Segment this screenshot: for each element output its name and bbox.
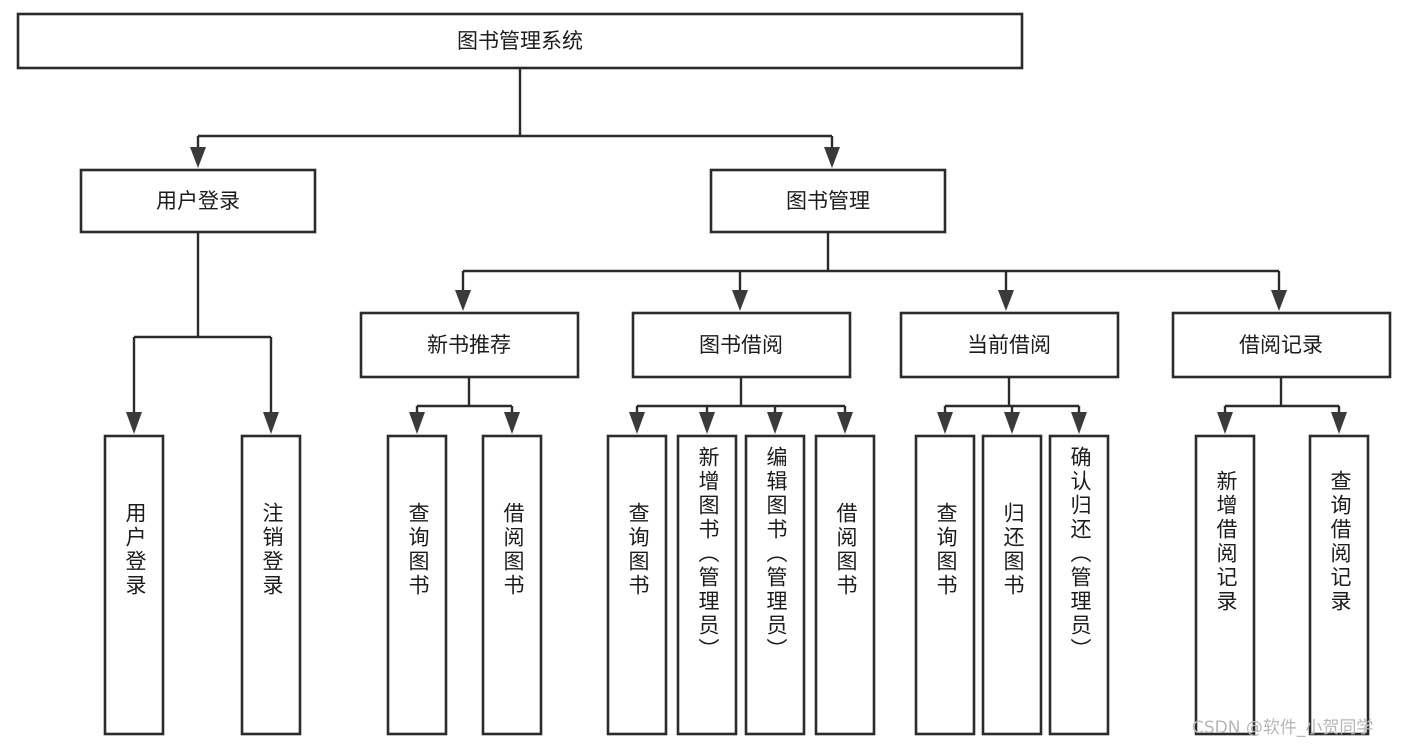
arrow-head-current-borrow bbox=[998, 290, 1014, 311]
arrow-head-book-manage bbox=[824, 147, 840, 168]
node-book-manage[interactable]: 图书管理 bbox=[709, 168, 947, 234]
node-new-book-rec-label: 新书推荐 bbox=[427, 333, 511, 357]
node-book-borrow-box[interactable] bbox=[631, 311, 852, 379]
arrow-head-leaf-return-book bbox=[1004, 412, 1020, 434]
node-leaf-query-book-2-box[interactable] bbox=[606, 434, 668, 736]
node-leaf-borrow-book-2[interactable]: 借阅图书 bbox=[814, 434, 876, 736]
node-leaf-query-book-1[interactable]: 查询图书 bbox=[386, 434, 448, 736]
connector-group-borrow-record bbox=[1217, 377, 1347, 434]
arrow-head-leaf-borrow-book-1 bbox=[504, 412, 520, 434]
node-leaf-query-book-2[interactable]: 查询图书 bbox=[606, 434, 668, 736]
arrow-head-borrow-record bbox=[1271, 290, 1287, 311]
node-leaf-logout-label: 注销登录 bbox=[260, 502, 284, 598]
arrow-head-user-login bbox=[190, 147, 206, 168]
node-leaf-edit-book[interactable]: 编辑图书（管理员） bbox=[744, 434, 806, 736]
connector-group-book-borrow bbox=[629, 377, 853, 434]
arrow-head-leaf-user-login bbox=[126, 412, 142, 434]
arrow-head-leaf-query-record bbox=[1331, 412, 1347, 434]
node-leaf-borrow-book-1-label: 借阅图书 bbox=[501, 502, 525, 598]
node-leaf-query-book-2-label: 查询图书 bbox=[626, 502, 650, 598]
node-leaf-return-book-box[interactable] bbox=[981, 434, 1043, 736]
node-leaf-query-book-3-label: 查询图书 bbox=[934, 502, 958, 598]
node-leaf-confirm-return[interactable]: 确认归还（管理员） bbox=[1048, 434, 1110, 736]
node-leaf-logout-box[interactable] bbox=[240, 434, 302, 736]
connector-group-user-login bbox=[126, 232, 279, 434]
node-current-borrow-box[interactable] bbox=[899, 311, 1120, 379]
node-leaf-add-record-box[interactable] bbox=[1194, 434, 1256, 736]
node-new-book-rec[interactable]: 新书推荐 bbox=[359, 311, 580, 379]
connector-group-root bbox=[190, 68, 840, 168]
node-book-borrow-label: 图书借阅 bbox=[699, 333, 783, 357]
connector-group-new-book-rec bbox=[409, 377, 520, 434]
arrow-head-leaf-edit-book bbox=[767, 412, 783, 434]
node-leaf-add-book-box[interactable] bbox=[676, 434, 738, 736]
node-current-borrow-label: 当前借阅 bbox=[967, 333, 1051, 357]
node-book-manage-label: 图书管理 bbox=[786, 189, 870, 213]
node-leaf-user-login-box[interactable] bbox=[103, 434, 165, 736]
node-leaf-return-book[interactable]: 归还图书 bbox=[981, 434, 1043, 736]
node-leaf-edit-book-box[interactable] bbox=[744, 434, 806, 736]
node-new-book-rec-box[interactable] bbox=[359, 311, 580, 379]
node-user-login-box[interactable] bbox=[79, 168, 317, 234]
node-borrow-record-box[interactable] bbox=[1171, 311, 1392, 379]
node-root-label: 图书管理系统 bbox=[457, 29, 583, 53]
node-leaf-user-login[interactable]: 用户登录 bbox=[103, 434, 165, 736]
arrow-head-leaf-add-book bbox=[699, 412, 715, 434]
node-borrow-record-label: 借阅记录 bbox=[1239, 333, 1323, 357]
connector-group-book-manage bbox=[455, 232, 1287, 311]
node-leaf-query-record[interactable]: 查询借阅记录 bbox=[1308, 434, 1370, 736]
arrow-head-book-borrow bbox=[732, 290, 748, 311]
node-leaf-add-book[interactable]: 新增图书（管理员） bbox=[676, 434, 738, 736]
node-leaf-query-book-1-box[interactable] bbox=[386, 434, 448, 736]
arrow-head-leaf-logout bbox=[263, 412, 279, 434]
node-root[interactable]: 图书管理系统 bbox=[16, 12, 1024, 70]
node-book-manage-box[interactable] bbox=[709, 168, 947, 234]
node-leaf-confirm-return-box[interactable] bbox=[1048, 434, 1110, 736]
arrow-head-leaf-borrow-book-2 bbox=[837, 412, 853, 434]
node-book-borrow[interactable]: 图书借阅 bbox=[631, 311, 852, 379]
node-leaf-query-record-label: 查询借阅记录 bbox=[1328, 470, 1352, 614]
node-leaf-add-record-label: 新增借阅记录 bbox=[1214, 470, 1238, 614]
node-root-box[interactable] bbox=[16, 12, 1024, 70]
connector-group-current-borrow bbox=[937, 377, 1087, 434]
csdn-watermark: CSDN @软件_小贺同学 bbox=[1192, 718, 1373, 738]
node-leaf-confirm-return-label: 确认归还（管理员） bbox=[1068, 446, 1092, 662]
node-user-login-label: 用户登录 bbox=[156, 189, 240, 213]
arrow-head-leaf-confirm-return bbox=[1071, 412, 1087, 434]
node-leaf-borrow-book-2-box[interactable] bbox=[814, 434, 876, 736]
arrow-head-leaf-query-book-3 bbox=[937, 412, 953, 434]
node-leaf-add-record[interactable]: 新增借阅记录 bbox=[1194, 434, 1256, 736]
arrow-head-new-book-rec bbox=[455, 290, 471, 311]
node-leaf-logout[interactable]: 注销登录 bbox=[240, 434, 302, 736]
node-leaf-query-book-1-label: 查询图书 bbox=[406, 502, 430, 598]
node-leaf-add-book-label: 新增图书（管理员） bbox=[696, 446, 720, 662]
node-leaf-query-book-3[interactable]: 查询图书 bbox=[914, 434, 976, 736]
node-current-borrow[interactable]: 当前借阅 bbox=[899, 311, 1120, 379]
node-leaf-borrow-book-1[interactable]: 借阅图书 bbox=[481, 434, 543, 736]
node-leaf-borrow-book-1-box[interactable] bbox=[481, 434, 543, 736]
arrow-head-leaf-query-book-2 bbox=[629, 412, 645, 434]
node-leaf-return-book-label: 归还图书 bbox=[1001, 502, 1025, 598]
node-leaf-user-login-label: 用户登录 bbox=[123, 502, 147, 598]
node-borrow-record[interactable]: 借阅记录 bbox=[1171, 311, 1392, 379]
node-user-login[interactable]: 用户登录 bbox=[79, 168, 317, 234]
node-leaf-query-book-3-box[interactable] bbox=[914, 434, 976, 736]
arrow-head-leaf-add-record bbox=[1217, 412, 1233, 434]
node-leaf-edit-book-label: 编辑图书（管理员） bbox=[764, 446, 788, 662]
arrow-head-leaf-query-book-1 bbox=[409, 412, 425, 434]
node-leaf-query-record-box[interactable] bbox=[1308, 434, 1370, 736]
node-leaf-borrow-book-2-label: 借阅图书 bbox=[834, 502, 858, 598]
